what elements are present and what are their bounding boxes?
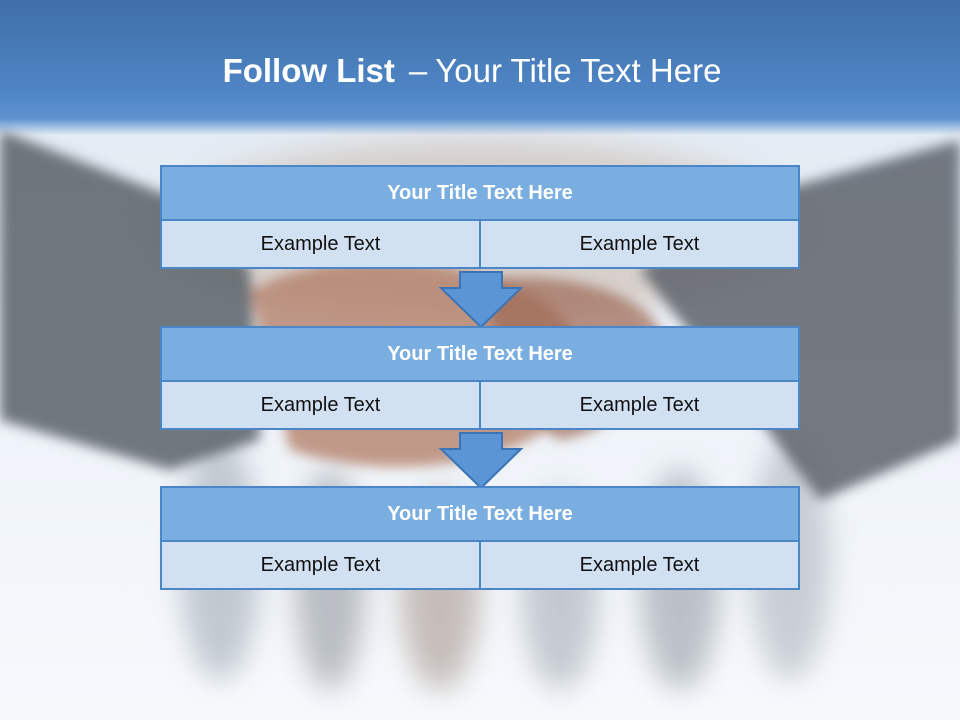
slide-title-bold: Follow List	[222, 52, 395, 89]
list-block-2: Your Title Text Here Example Text Exampl…	[160, 326, 800, 430]
list-block-3: Your Title Text Here Example Text Exampl…	[160, 486, 800, 590]
block-2-left-cell[interactable]: Example Text	[160, 380, 481, 430]
block-row-1: Example Text Example Text	[160, 219, 800, 269]
block-title-1[interactable]: Your Title Text Here	[160, 165, 800, 221]
slide-title-text: Your Title Text Here	[435, 52, 722, 89]
block-title-3[interactable]: Your Title Text Here	[160, 486, 800, 542]
down-arrow-icon	[438, 432, 524, 490]
block-row-2: Example Text Example Text	[160, 380, 800, 430]
block-3-left-cell[interactable]: Example Text	[160, 540, 481, 590]
block-row-3: Example Text Example Text	[160, 540, 800, 590]
block-title-2[interactable]: Your Title Text Here	[160, 326, 800, 382]
block-1-left-cell[interactable]: Example Text	[160, 219, 481, 269]
block-1-right-cell[interactable]: Example Text	[479, 219, 800, 269]
down-arrow-icon	[438, 271, 524, 329]
list-block-1: Your Title Text Here Example Text Exampl…	[160, 165, 800, 269]
block-3-right-cell[interactable]: Example Text	[479, 540, 800, 590]
block-2-right-cell[interactable]: Example Text	[479, 380, 800, 430]
header-band	[0, 0, 960, 135]
slide-title: Follow List–Your Title Text Here	[0, 52, 944, 90]
slide-title-separator: –	[408, 52, 428, 89]
